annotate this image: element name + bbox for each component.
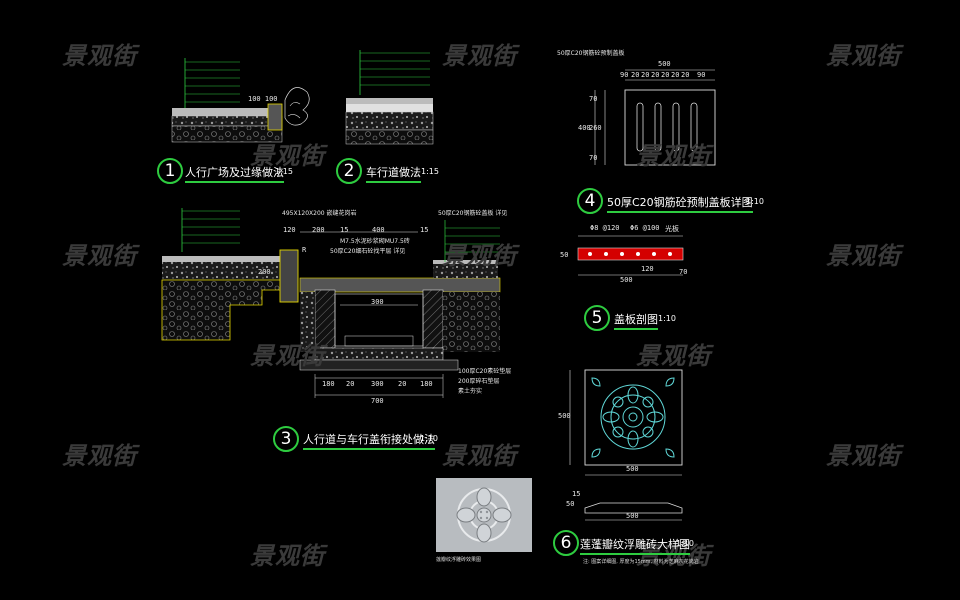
detail-3-bottom-label: 素土夯实 <box>458 388 483 395</box>
detail-3-bottom-label: 200厚碎石垫层 <box>458 378 500 385</box>
detail-3-total: 700 <box>371 397 384 405</box>
detail-5-rebar: Φ6 @100 <box>630 224 660 232</box>
detail-6-number: 6 <box>553 530 579 556</box>
detail-4-subdim: 20 <box>671 71 680 79</box>
detail-5-scale: 1:10 <box>658 314 676 323</box>
detail-6-scale: 1:10 <box>676 539 694 548</box>
detail-4-title: 50厚C20钢筋砼预制盖板详图 <box>607 196 753 213</box>
photo-caption: 莲瓣纹浮雕砖效果图 <box>436 557 482 563</box>
watermark: 景观街 <box>442 242 517 270</box>
detail-4-total-width: 500 <box>658 60 671 68</box>
detail-3-title: 人行道与车行盖衔接处做法 <box>303 433 435 450</box>
detail-6-sec-dim: 15 <box>572 490 581 498</box>
detail-3-section <box>161 208 501 398</box>
detail-1-dim: 100 100 <box>248 95 278 103</box>
detail-6-sec-dim: 50 <box>566 500 575 508</box>
watermark: 景观街 <box>826 442 901 470</box>
detail-3-dim: 180 <box>420 380 433 388</box>
detail-4-side-dim: 70 <box>589 154 598 162</box>
detail-3-dim: 15 <box>420 226 429 234</box>
detail-5-gap: 120 <box>641 265 654 273</box>
watermark: 景观街 <box>250 142 325 170</box>
detail-4-side-dim: 70 <box>589 95 598 103</box>
watermark: 景观街 <box>636 342 711 370</box>
watermark: 景观街 <box>250 542 325 570</box>
detail-5-title: 盖板剖图 <box>614 313 658 330</box>
relief-brick-photo <box>436 478 532 552</box>
detail-3-top-label: 50厚C20钢筋砼盖板 详见 <box>438 210 508 217</box>
watermark: 景观街 <box>442 442 517 470</box>
detail-4-height: 400 <box>578 124 591 132</box>
watermark: 景观街 <box>636 542 711 570</box>
detail-1-number: 1 <box>157 158 183 184</box>
detail-1-scale: 1:15 <box>275 167 293 176</box>
detail-6-pattern <box>569 369 683 521</box>
detail-3-bottom-label: 100厚C20素砼垫层 <box>458 368 512 375</box>
detail-5-rebar: 光板 <box>665 225 679 233</box>
detail-6-note: 注: 图案详细图, 厚度为15mm, 材料为芝麻灰花岗岩 <box>583 559 699 565</box>
watermark: 景观街 <box>826 42 901 70</box>
detail-5-height: 50 <box>560 251 569 259</box>
detail-4-plan <box>594 69 716 166</box>
detail-5-section <box>577 235 684 276</box>
detail-3-scale: 1:10 <box>420 434 438 443</box>
detail-3-dim: 15 <box>340 226 349 234</box>
detail-1-section <box>171 58 310 143</box>
watermark: 景观街 <box>826 242 901 270</box>
detail-3-height: 200 <box>258 268 271 276</box>
detail-4-subdim: 90 <box>620 71 629 79</box>
detail-2-scale: 1:15 <box>421 167 439 176</box>
detail-3-dim: 400 <box>372 226 385 234</box>
detail-6-height: 500 <box>558 412 571 420</box>
detail-3-mid-label: M7.5水泥砂浆砌MU7.5砖 <box>340 238 410 245</box>
detail-4-subdim: 20 <box>641 71 650 79</box>
watermark: 景观街 <box>62 42 137 70</box>
detail-3-dim: 300 <box>371 380 384 388</box>
detail-4-scale: 1:10 <box>746 197 764 206</box>
detail-3-dim: 120 <box>283 226 296 234</box>
detail-5-rebar: Φ8 @120 <box>590 224 620 232</box>
detail-2-title: 车行道做法 <box>366 166 421 183</box>
detail-4-subdim: 20 <box>681 71 690 79</box>
detail-6-title: 莲蓬瓣纹浮雕砖大样图 <box>580 538 690 555</box>
detail-2-number: 2 <box>336 158 362 184</box>
watermark: 景观街 <box>636 142 711 170</box>
detail-4-subdim: 20 <box>651 71 660 79</box>
detail-4-head-label: 50厚C20钢筋砼预制盖板 <box>557 50 625 57</box>
detail-5-number: 5 <box>584 305 610 331</box>
detail-2-section <box>345 50 434 145</box>
detail-6-width: 500 <box>626 465 639 473</box>
detail-1-title: 人行广场及过缘做法 <box>185 166 284 183</box>
detail-3-dim: R <box>302 246 307 254</box>
watermark: 景观街 <box>442 42 517 70</box>
watermark: 景观街 <box>62 442 137 470</box>
detail-3-top-label: 495X120X200 嵌缝花岗岩 <box>282 210 357 217</box>
detail-4-subdim: 20 <box>661 71 670 79</box>
detail-5-right: 70 <box>679 268 688 276</box>
detail-4-side-dim: 260 <box>589 124 602 132</box>
watermark: 景观街 <box>250 342 325 370</box>
detail-3-dim: 180 <box>322 380 335 388</box>
detail-3-number: 3 <box>273 426 299 452</box>
detail-6-sec-width: 500 <box>626 512 639 520</box>
detail-3-dim: 20 <box>346 380 355 388</box>
watermark: 景观街 <box>62 242 137 270</box>
detail-3-dim: 200 <box>312 226 325 234</box>
detail-3-mid-label: 50厚C20细石砼找平层 详见 <box>330 248 406 255</box>
detail-3-width: 300 <box>371 298 384 306</box>
detail-4-subdim: 90 <box>697 71 706 79</box>
detail-4-subdim: 20 <box>631 71 640 79</box>
detail-3-dim: 20 <box>398 380 407 388</box>
detail-5-width: 500 <box>620 276 633 284</box>
detail-4-number: 4 <box>577 188 603 214</box>
